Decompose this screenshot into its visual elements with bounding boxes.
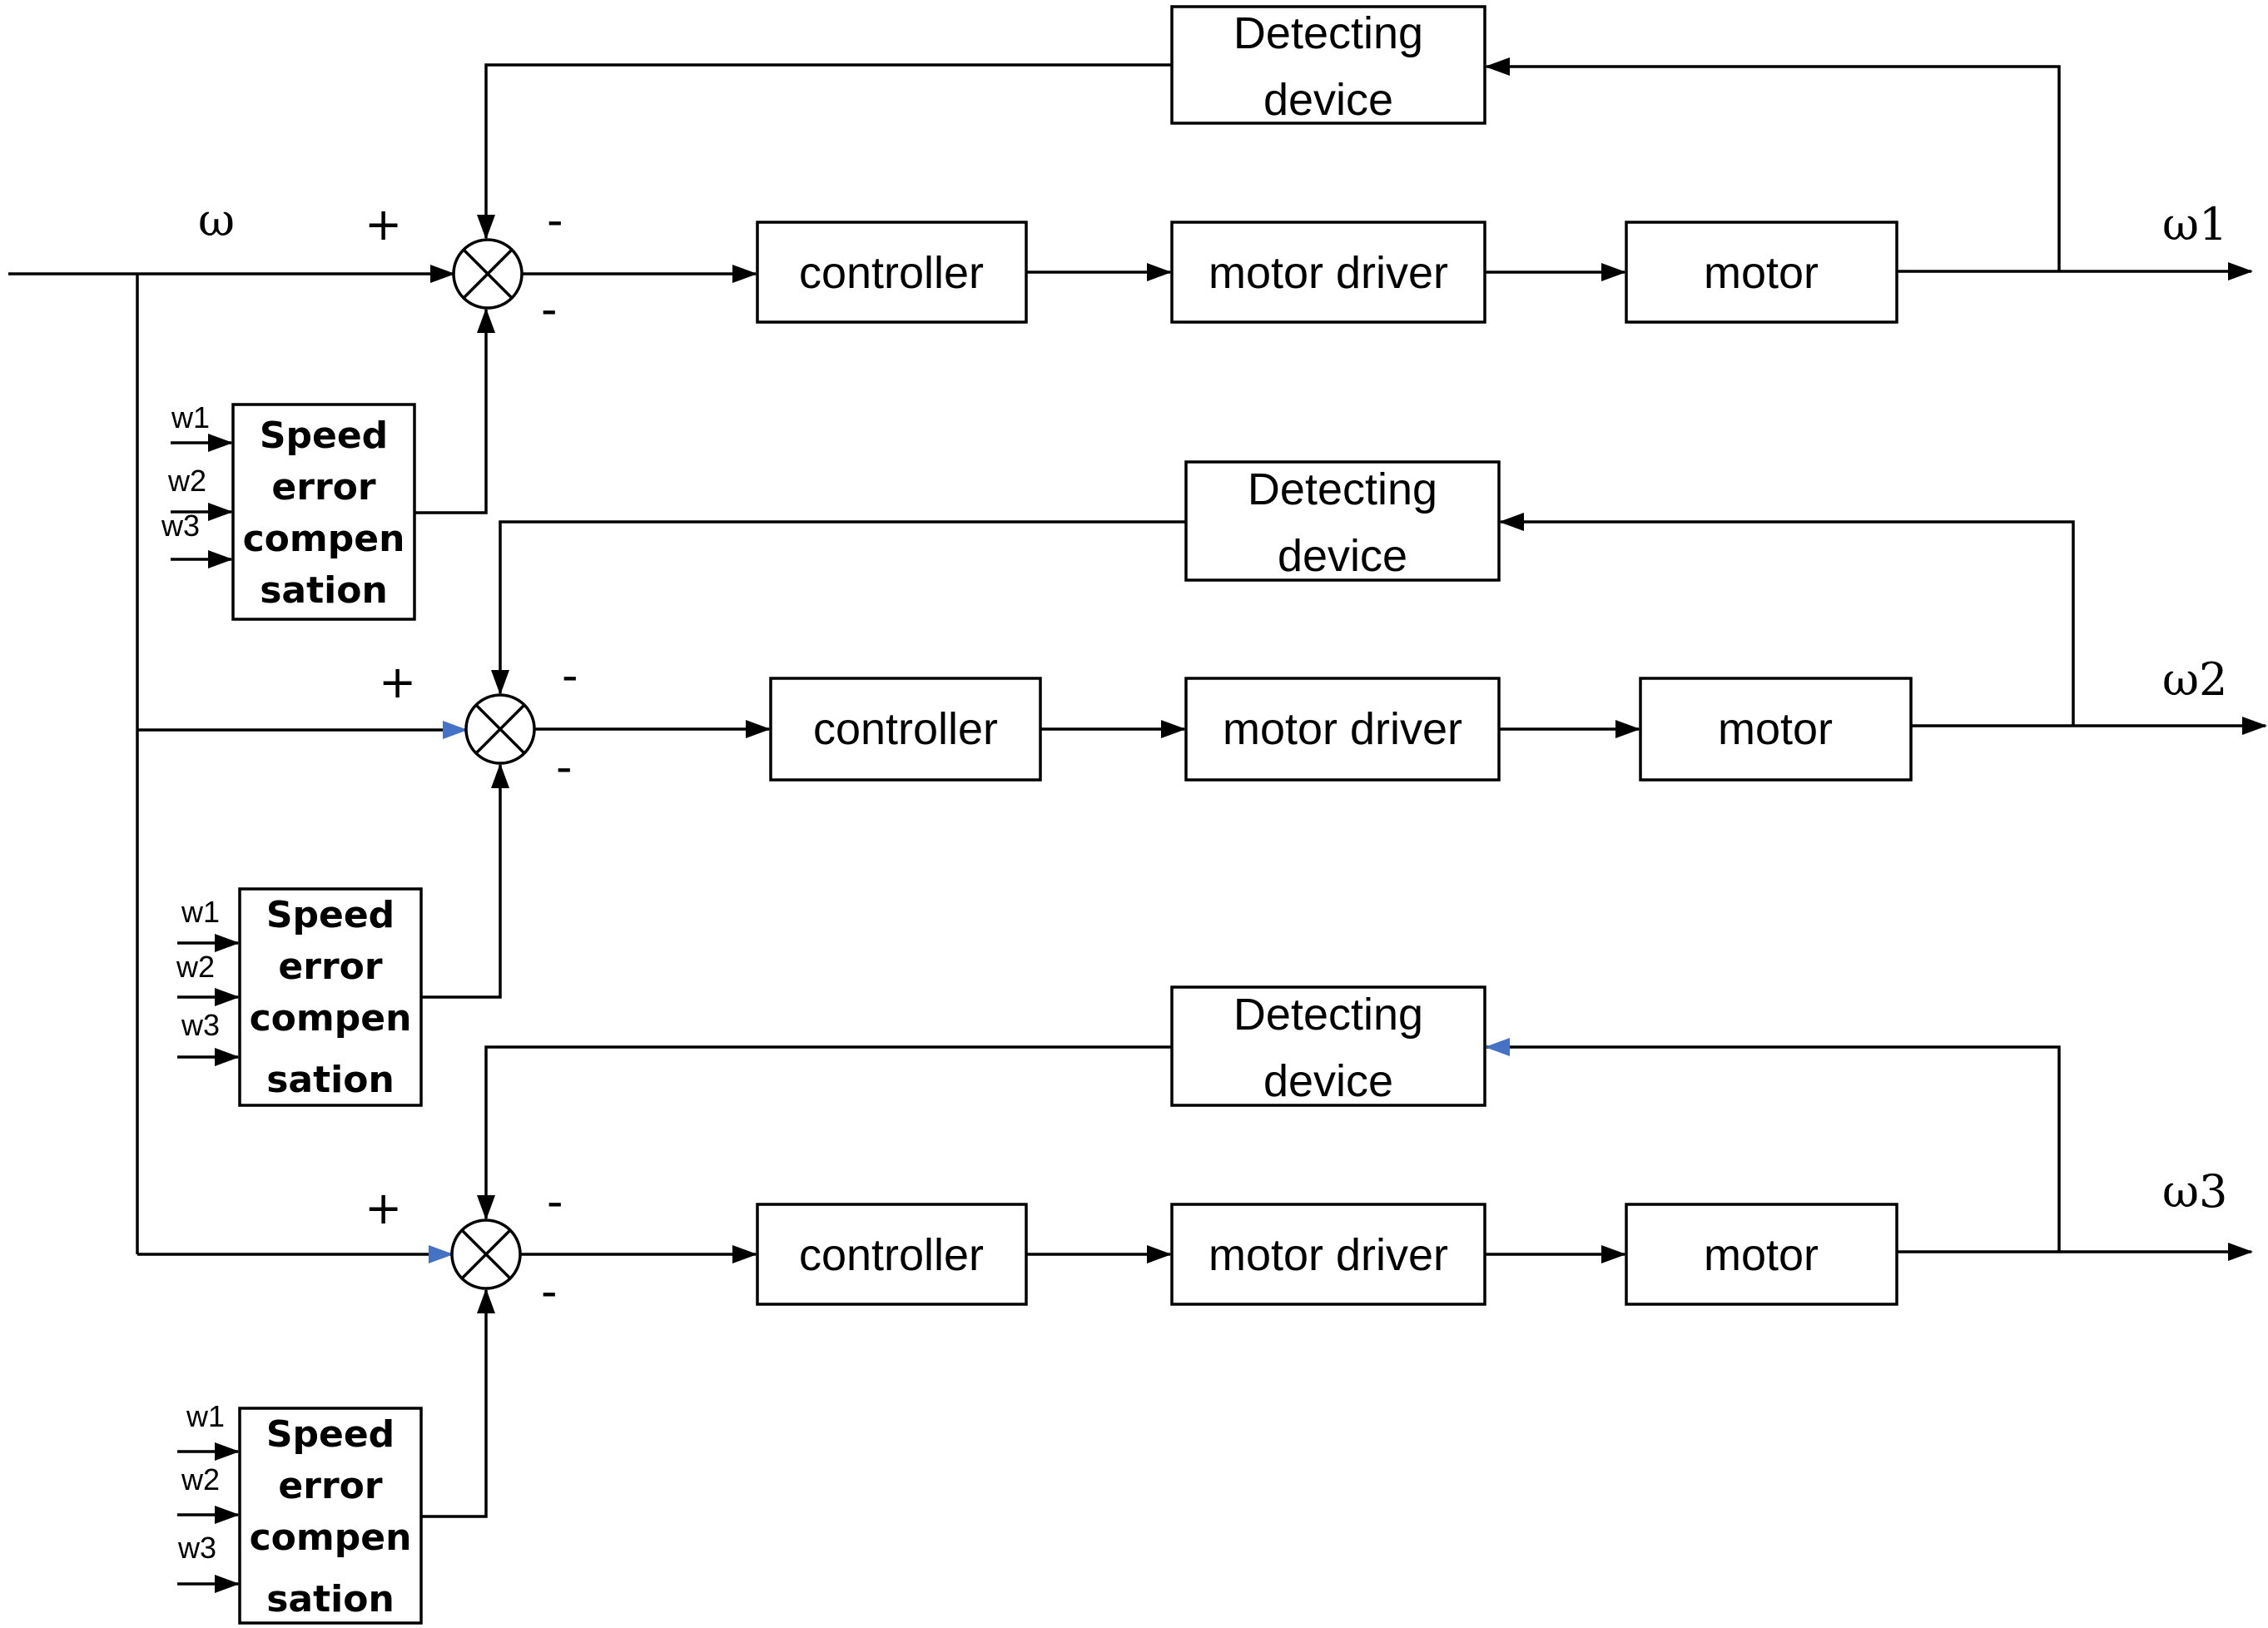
comp-label-4: sation [266,1059,395,1101]
output-label: ω1 [2162,198,2227,251]
loop-3: + - - controller motor driver motor ω3 D… [137,985,2253,1625]
controller-label: controller [813,704,998,754]
feedback-line [1485,57,2061,271]
motor-block [1625,221,1898,324]
controller-label: controller [799,248,984,298]
detecting-device-label-2: device [1263,1056,1393,1106]
feedback-return-line [491,520,1186,695]
plus-sign: + [365,198,402,251]
comp-label-1: Speed [266,1413,395,1456]
detecting-device-label-1: Detecting [1233,8,1423,58]
motor-label: motor [1704,1230,1819,1280]
comp-label-3: compen [250,997,412,1040]
comp-label-3: compen [250,1516,412,1559]
comp-input-label-w1: w1 [171,400,210,434]
minus-sign-top: - [547,1175,563,1228]
comp-label-1: Speed [260,414,388,457]
motor-label: motor [1704,248,1819,298]
input-label: ω [198,194,235,246]
minus-sign-top: - [562,649,578,702]
comp-label-4: sation [266,1578,395,1621]
comp-input-label-w2: w2 [176,950,215,984]
motor-driver-label: motor driver [1208,1230,1448,1280]
comp-input-label-w1: w1 [186,1399,225,1433]
controller-block [756,221,1028,324]
comp-input-label-w3: w3 [177,1531,216,1565]
motor-driver-label: motor driver [1223,704,1462,754]
comp-label-2: error [278,946,382,988]
comp-label-3: compen [243,518,405,560]
comp-to-junction [421,1288,495,1518]
comp-input-label-w1: w1 [181,895,220,929]
comp-input-label-w2: w2 [167,464,206,498]
comp-input-label-w3: w3 [181,1008,220,1042]
minus-sign-bottom: - [541,283,558,335]
comp-input-label-w3: w3 [161,509,200,543]
comp-label-2: error [278,1465,382,1507]
feedback-return-line [477,1045,1172,1220]
motor-label: motor [1718,704,1833,754]
plus-sign: + [379,656,416,708]
summing-junction [450,1219,522,1290]
detecting-device-label-2: device [1278,531,1407,581]
controller-block [756,1203,1028,1306]
detecting-device-label-1: Detecting [1233,990,1423,1040]
motor-driver-block [1170,1203,1486,1306]
detecting-device-label-2: device [1263,75,1393,125]
motor-driver-block [1170,221,1486,324]
speed-error-compensation-block [231,403,416,621]
output-label: ω3 [2162,1165,2227,1218]
detecting-device-label-1: Detecting [1248,464,1437,514]
controller-label: controller [799,1230,984,1280]
motor-block [1639,677,1913,782]
loop-2: + - - controller motor driver motor ω2 D… [137,460,2267,1107]
controller-block [769,677,1042,782]
speed-error-compensation-block [238,1407,423,1625]
comp-to-junction [421,763,509,999]
comp-label-4: sation [260,569,388,612]
comp-label-1: Speed [266,894,395,936]
output-label: ω2 [2162,653,2227,706]
plus-sign: + [365,1182,402,1234]
minus-sign-bottom: - [541,1265,558,1318]
detecting-device-block [1170,5,1486,125]
motor-driver-label: motor driver [1208,248,1448,298]
feedback-line [1499,513,2075,726]
motor-driver-block [1184,677,1501,782]
comp-label-2: error [271,466,375,509]
feedback-line [1485,1038,2061,1252]
feedback-return-line [477,63,1172,240]
summing-junction [452,238,524,310]
summing-junction [464,693,536,765]
motor-block [1625,1203,1898,1306]
comp-to-junction [414,308,495,514]
loop-1: + - - controller motor driver motor ω1 D… [137,5,2253,621]
minus-sign-top: - [547,194,563,246]
detecting-device-block [1184,460,1501,582]
minus-sign-bottom: - [556,741,573,793]
comp-input-label-w2: w2 [181,1462,220,1496]
